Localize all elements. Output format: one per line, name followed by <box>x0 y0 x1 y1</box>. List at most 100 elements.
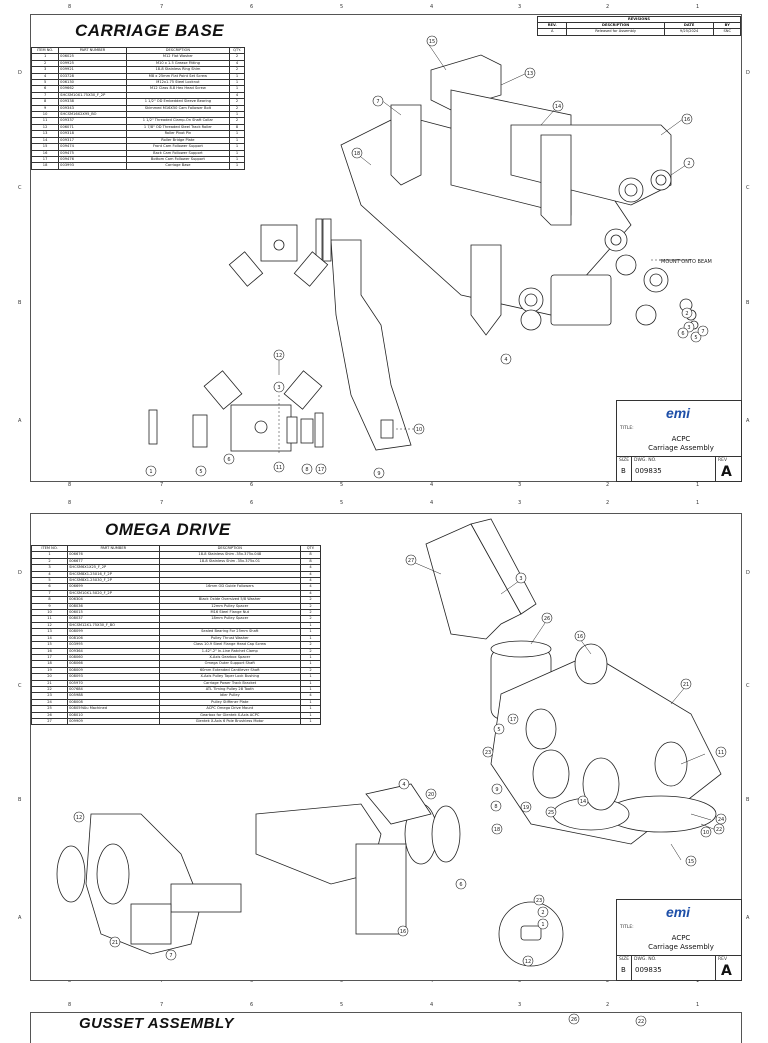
bom-cell: 1 <box>228 155 246 164</box>
zone-label: 2 <box>606 978 610 984</box>
zone-label: A <box>746 915 750 921</box>
callout-balloon: 7 <box>697 325 709 337</box>
zone-label: 3 <box>518 978 522 984</box>
zone-label: 6 <box>250 978 254 984</box>
revisions-title: REVISIONS <box>537 15 741 24</box>
bom-cell: 2 <box>300 615 321 623</box>
bom-cell: 005988 <box>67 692 160 700</box>
revision-header: BY <box>713 22 741 30</box>
zone-label: D <box>18 570 22 576</box>
revision-cell: SNC <box>713 28 741 36</box>
carriage-base-side <box>330 239 412 451</box>
bom-cell: 2 <box>300 596 321 604</box>
size-value: B <box>621 966 626 974</box>
bom-cell: 1 <box>228 136 246 145</box>
callout-number: 26 <box>571 1017 577 1023</box>
callout-balloon: 15 <box>685 855 697 867</box>
bom-cell: 2 <box>300 602 321 611</box>
bom-cell: 8 <box>300 557 321 566</box>
bom-cell: 2 <box>228 98 246 106</box>
callout-balloon: 13 <box>524 67 536 79</box>
zone-label: 7 <box>160 978 164 984</box>
dwg-number: 009835 <box>635 467 662 475</box>
bom-cell: 15 <box>30 143 60 151</box>
bom-cell: 2 <box>228 66 246 74</box>
bom-cell: 1 <box>228 130 246 138</box>
callout-number: 7 <box>376 99 379 105</box>
bom-cell: M12x1.75 Steel Locknut <box>125 78 230 87</box>
callout-balloon: 18 <box>351 147 363 159</box>
callout-balloon: 26 <box>568 1013 580 1025</box>
bom-cell: 008036 <box>67 602 160 611</box>
callout-number: 10 <box>703 830 709 836</box>
revision-cell: A <box>536 28 568 36</box>
bom-cell: 003995 <box>67 641 160 649</box>
zone-label: 2 <box>606 1002 610 1008</box>
callout-number: 1 <box>149 469 152 475</box>
zone-label: 3 <box>518 4 522 10</box>
callout-balloon: 22 <box>635 1015 647 1027</box>
zone-label: 3 <box>518 482 522 488</box>
bom-cell: Pulley Stiffener Plate <box>158 698 302 707</box>
bom-cell: SHCSM8X1.25X30_F_2P <box>67 576 160 585</box>
zone-label: 1 <box>696 1002 700 1008</box>
callout-balloon: 17 <box>507 713 519 725</box>
bom-cell: 18-8 Stainless Shim .35x.375x.01 <box>158 557 302 566</box>
zone-label: 1 <box>696 500 700 506</box>
rev-value: A <box>721 464 732 480</box>
callout-balloon: 3 <box>273 381 285 393</box>
bom-cell: 009364 <box>67 647 160 655</box>
zone-label: D <box>746 70 750 76</box>
zone-label: 2 <box>606 482 610 488</box>
zone-label: 8 <box>68 482 72 488</box>
bom-cell: Black Oxide Oversized 5/8 Washer <box>158 596 302 604</box>
callout-number: 9 <box>495 787 498 793</box>
callout-balloon: 8 <box>490 800 502 812</box>
callout-balloon: 6 <box>677 327 689 339</box>
front-cam-follower-support <box>430 54 502 111</box>
title-line-2: Carriage Assembly <box>648 943 714 951</box>
callout-balloon: 12 <box>273 349 285 361</box>
bom-cell: 3 <box>30 66 60 74</box>
callout-number: 8 <box>494 804 497 810</box>
bom-cell: 17 <box>30 155 60 164</box>
bom-cell: 1 <box>228 72 246 81</box>
zone-label: 5 <box>340 4 344 10</box>
callout-number: 23 <box>536 898 542 904</box>
zone-label: B <box>746 300 750 306</box>
callout-balloon: 12 <box>73 811 85 823</box>
callout-number: 17 <box>510 717 516 723</box>
zone-label: 4 <box>430 978 434 984</box>
sheet-title: CARRIAGE BASE <box>75 21 225 40</box>
bom-cell: 14 <box>30 136 60 145</box>
bom-cell: 2 <box>300 641 321 649</box>
callout-number: 7 <box>701 329 704 335</box>
bom-cell: 006677 <box>67 557 160 566</box>
callout-number: 13 <box>527 71 533 77</box>
revision-header: DESCRIPTION <box>566 22 665 30</box>
callout-balloon: 5 <box>690 331 702 343</box>
size-label: SIZE <box>619 957 630 962</box>
bom-cell: 2 <box>30 59 60 68</box>
bom-header: DESCRIPTION <box>125 46 230 55</box>
callout-number: 27 <box>408 558 414 564</box>
bom-cell: 12 <box>30 123 60 132</box>
zone-label: 1 <box>696 482 700 488</box>
callout-number: 9 <box>377 471 380 477</box>
title-block: emi TITLE: ACPC Carriage Assembly SIZE B… <box>616 899 742 981</box>
zone-label: 2 <box>606 4 610 10</box>
callout-balloon: 22 <box>713 823 725 835</box>
bom-cell: 11 <box>30 117 60 125</box>
bom-cell: 18mm Pulley Spacer <box>158 615 302 623</box>
revision-cell: 9/25/2024 <box>663 28 715 36</box>
